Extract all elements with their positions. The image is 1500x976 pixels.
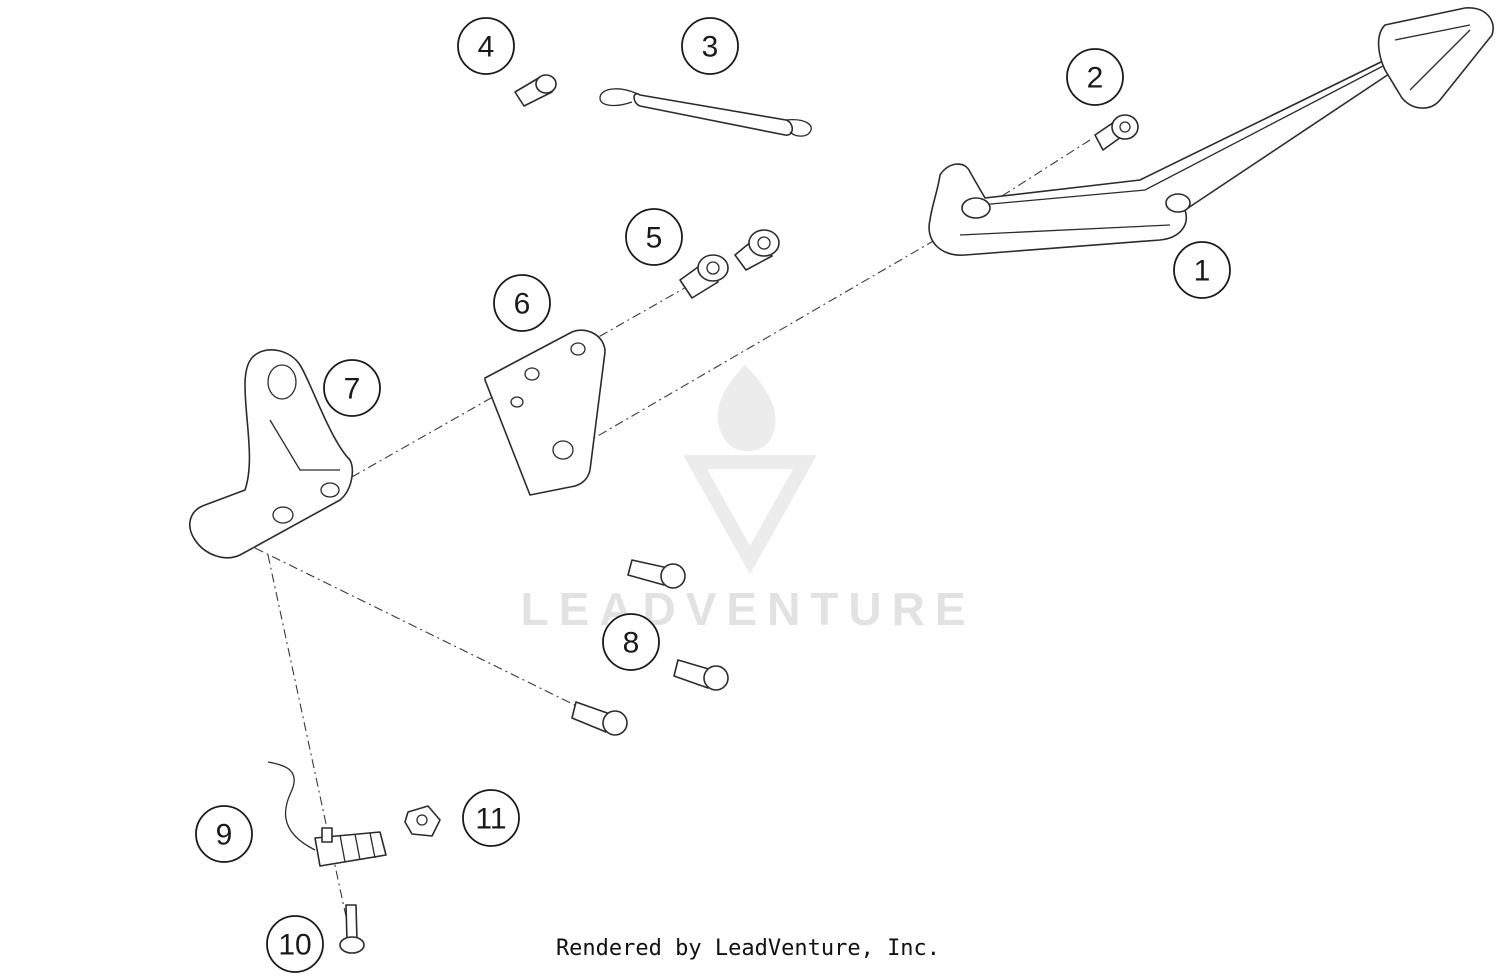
sensor-switch-part: [267, 761, 387, 867]
callout-4: 4: [457, 17, 515, 75]
bolt-part-8b: [673, 659, 729, 691]
spring-part: [599, 88, 812, 137]
callout-3-label: 3: [702, 31, 719, 64]
nut-part-4: [514, 74, 557, 107]
screw-part-10: [339, 904, 365, 954]
footer-credit: Rendered by LeadVenture, Inc.: [556, 936, 940, 961]
callout-7-label: 7: [344, 373, 361, 406]
callout-5: 5: [625, 208, 683, 266]
bolt-part-8c: [571, 701, 628, 736]
mounting-plate-part: [484, 329, 606, 496]
nut-part-11: [404, 805, 441, 837]
callout-9-label: 9: [216, 819, 233, 852]
callout-6: 6: [493, 274, 551, 332]
callout-3: 3: [681, 17, 739, 75]
callout-10: 10: [266, 915, 324, 973]
bolt-part-2: [1094, 114, 1139, 151]
watermark-text: LEADVENTURE: [520, 583, 975, 635]
callout-1-label: 1: [1194, 255, 1211, 288]
callout-5-label: 5: [646, 222, 663, 255]
callout-2: 2: [1066, 48, 1124, 106]
bolt-part-8a: [627, 559, 686, 589]
callout-8-label: 8: [623, 627, 640, 660]
side-stand-part: [928, 7, 1494, 256]
callout-10-label: 10: [278, 929, 311, 962]
watermark-logo: [683, 365, 817, 575]
bushing-part-5b: [734, 229, 780, 271]
callout-11-label: 11: [475, 803, 506, 836]
callout-7: 7: [323, 359, 381, 417]
bushing-part-5a: [679, 254, 729, 299]
callout-9: 9: [195, 805, 253, 863]
callout-2-label: 2: [1087, 62, 1104, 95]
callout-1: 1: [1173, 241, 1231, 299]
leader-lines: [254, 139, 1091, 936]
callout-8: 8: [602, 613, 660, 671]
callout-4-label: 4: [478, 31, 495, 64]
callout-11: 11: [462, 789, 520, 847]
bracket-part: [189, 349, 354, 559]
callout-6-label: 6: [514, 288, 531, 321]
